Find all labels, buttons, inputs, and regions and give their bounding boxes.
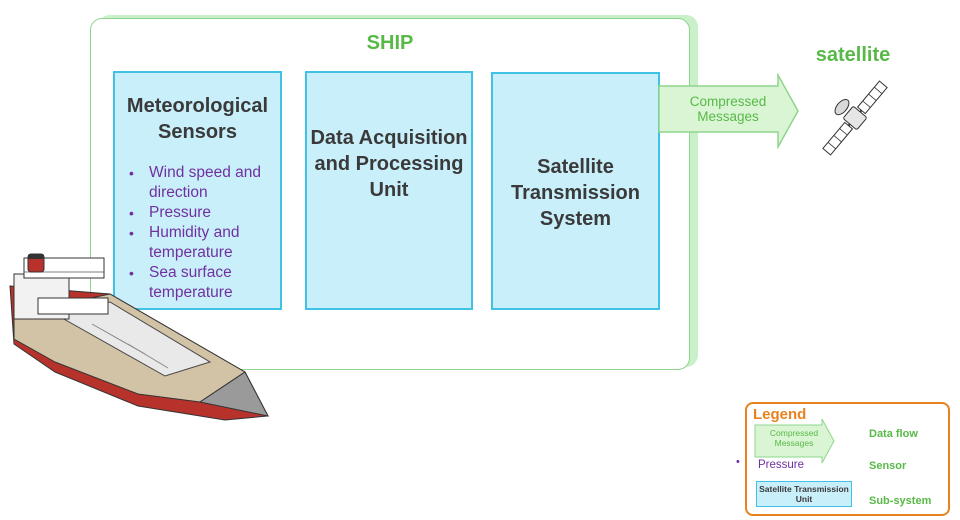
- data-acquisition-box: Data Acquisition and Processing Unit: [305, 71, 473, 310]
- legend-subsystem-box: Satellite Transmission Unit: [756, 481, 852, 507]
- cargo-ship-icon: [9, 253, 269, 421]
- legend: Legend Compressed Messages Data flow Pre…: [745, 402, 950, 516]
- legend-subsystem-example: Satellite Transmission Unit: [759, 484, 849, 504]
- legend-title: Legend: [753, 406, 807, 423]
- data-flow-arrow-icon: [658, 73, 799, 149]
- legend-subsystem-label: Sub-system: [869, 495, 932, 507]
- sensor-item-pressure: •Pressure: [129, 204, 212, 221]
- legend-bullet-icon: •: [736, 456, 740, 468]
- sensor-item-humidity: •Humidity and temperature: [129, 224, 240, 261]
- satellite-icon: [822, 80, 888, 156]
- legend-sensor-example: Pressure: [758, 459, 805, 471]
- bullet-icon: •: [129, 265, 134, 281]
- sensor-list: •Wind speed and direction •Pressure •Hum…: [125, 163, 280, 303]
- satellite-transmission-box: Satellite Transmission System: [491, 72, 660, 310]
- data-acquisition-title: Data Acquisition and Processing Unit: [310, 127, 468, 201]
- sensor-item-wind: •Wind speed and direction: [129, 164, 262, 201]
- satellite-label: satellite: [815, 44, 891, 66]
- legend-arrow-icon: [754, 418, 835, 464]
- bullet-icon: •: [129, 205, 134, 221]
- legend-flow-example: Compressed Messages: [769, 428, 819, 448]
- legend-sensor-label: Sensor: [869, 460, 907, 472]
- flow-label: Compressed Messages: [689, 94, 767, 124]
- ship-label: SHIP: [366, 32, 414, 54]
- meteorological-sensors-title: Meteorological Sensors: [126, 95, 269, 143]
- legend-data-flow-label: Data flow: [869, 428, 918, 440]
- bullet-icon: •: [129, 225, 134, 241]
- satellite-transmission-title: Satellite Transmission System: [511, 156, 640, 230]
- meteorological-sensors-box: Meteorological Sensors •Wind speed and d…: [113, 71, 282, 310]
- bullet-icon: •: [129, 165, 134, 181]
- sensor-item-sea-temp: •Sea surface temperature: [129, 264, 233, 301]
